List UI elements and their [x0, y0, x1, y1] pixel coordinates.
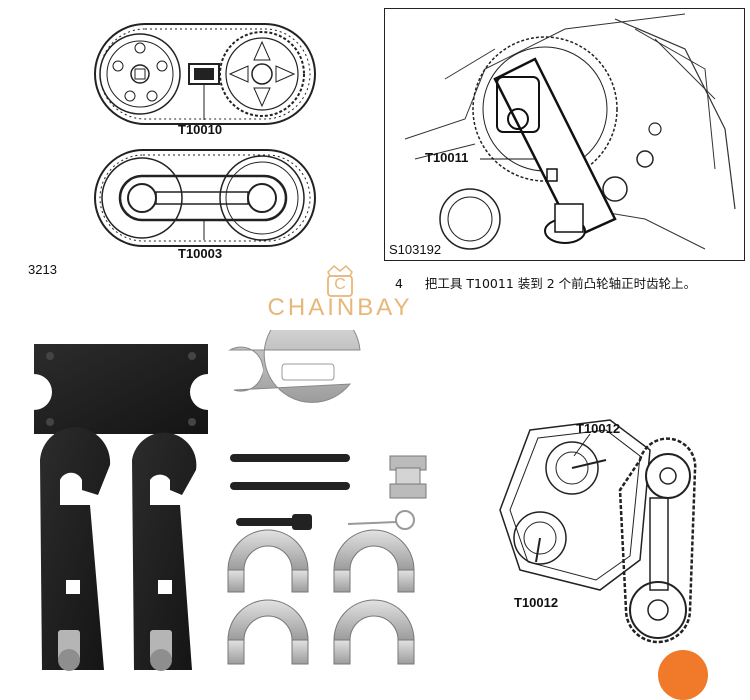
brand-name: CHAINBAY: [267, 294, 413, 321]
instruction-step-number: 4: [395, 276, 403, 291]
tool-label-t10011: T10011: [425, 150, 469, 165]
instruction-text: 把工具 T10011 装到 2 个前凸轮轴正时齿轮上。: [424, 276, 697, 291]
tool-label-t10003: T10003: [178, 246, 223, 261]
figure-id-left: 3213: [28, 262, 57, 277]
tool-label-t10012-bottom: T10012: [514, 595, 559, 610]
cam-tool-diagram-drawing: [404, 13, 736, 250]
brand-watermark: C CHAINBAY: [235, 262, 445, 322]
cam-pin-diagram-drawing: [499, 419, 697, 644]
cam-tool-diagram-panel: [384, 8, 745, 261]
figure-id-right: S103192: [389, 242, 442, 257]
corner-accent-dot: [658, 650, 708, 700]
tool-kit-photo: [20, 330, 490, 674]
belt-diagram-left: [80, 8, 330, 263]
crown-logo-icon: [327, 264, 353, 297]
brand-logo-letter: C: [334, 276, 346, 293]
tool-kit-drawing: [34, 330, 427, 671]
instruction-caption: 4 把工具 T10011 装到 2 个前凸轮轴正时齿轮上。: [395, 273, 696, 292]
belt-diagram-left-drawing: [94, 23, 316, 247]
tool-label-t10010: T10010: [178, 122, 223, 137]
cam-pin-diagram: [490, 410, 750, 700]
tool-label-t10012-top: T10012: [576, 421, 621, 436]
